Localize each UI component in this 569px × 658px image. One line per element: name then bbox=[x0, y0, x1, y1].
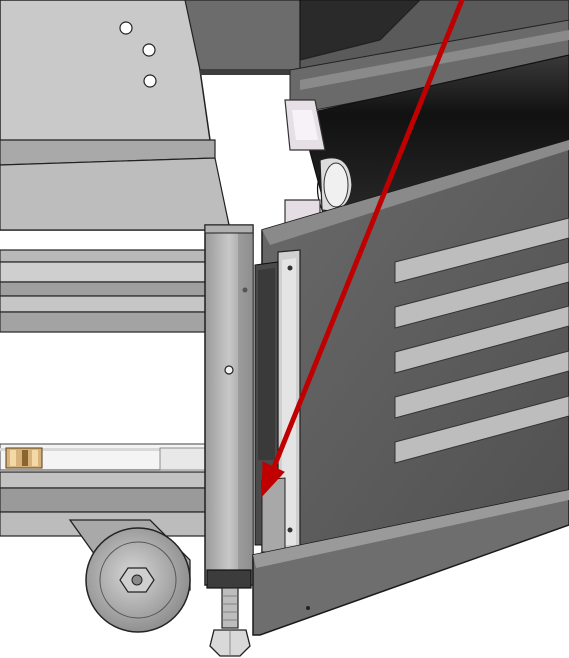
media-core-tube bbox=[0, 443, 206, 471]
caster-wheel-icon bbox=[68, 519, 191, 633]
panel-bottom-flange bbox=[252, 489, 569, 636]
upper-frame-block bbox=[0, 0, 231, 231]
connector-icon bbox=[5, 447, 43, 469]
vertical-leg bbox=[204, 224, 254, 589]
side-panel bbox=[261, 139, 569, 561]
arrow-pointer-icon bbox=[261, 0, 465, 498]
mounting-hole bbox=[143, 74, 157, 88]
mounting-hole bbox=[119, 21, 133, 35]
leg-bolt-icon bbox=[224, 365, 234, 375]
panel-slots bbox=[394, 217, 569, 464]
mounting-hole bbox=[142, 43, 156, 57]
leveling-foot-icon bbox=[209, 587, 251, 657]
top-housing bbox=[184, 0, 569, 116]
panel-mounting-bracket bbox=[254, 249, 301, 553]
